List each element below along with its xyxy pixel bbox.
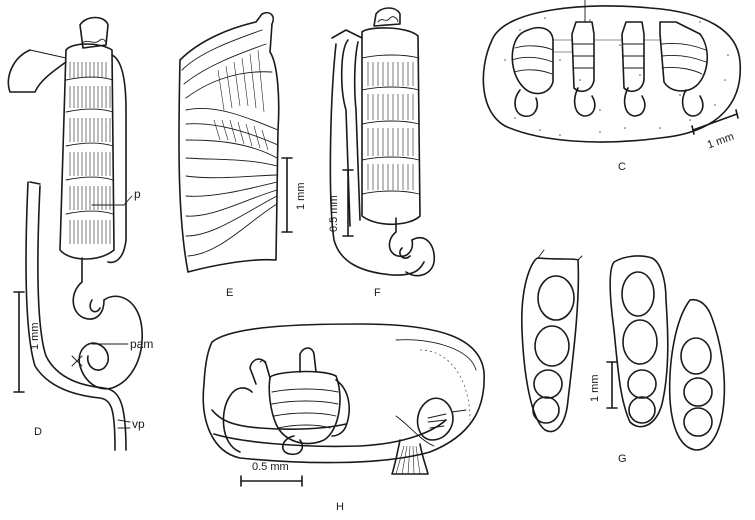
scale-label-h: 0.5 mm [252, 462, 289, 473]
scale-label-d: 1 mm [30, 323, 41, 351]
structure-label-p: p [134, 188, 141, 200]
scale-label-g: 1 mm [590, 375, 601, 403]
panel-label-h: H [336, 502, 344, 513]
panel-e-drawing [179, 13, 292, 272]
structure-label-vp: vp [132, 418, 145, 430]
scale-label-f: 0.5 mm [329, 195, 340, 232]
structure-label-pam: pam [130, 338, 153, 350]
panel-g-drawing [522, 250, 725, 450]
panel-h-drawing [203, 324, 484, 486]
panel-label-c: C [618, 162, 626, 173]
panel-label-e: E [226, 288, 233, 299]
scale-label-e: 1 mm [296, 183, 307, 211]
panel-label-d: D [34, 427, 42, 438]
panel-label-g: G [618, 454, 627, 465]
panel-label-f: F [374, 288, 381, 299]
panel-f-drawing [330, 8, 434, 276]
panel-c-drawing [483, 0, 740, 142]
panel-d-drawing [8, 18, 142, 451]
